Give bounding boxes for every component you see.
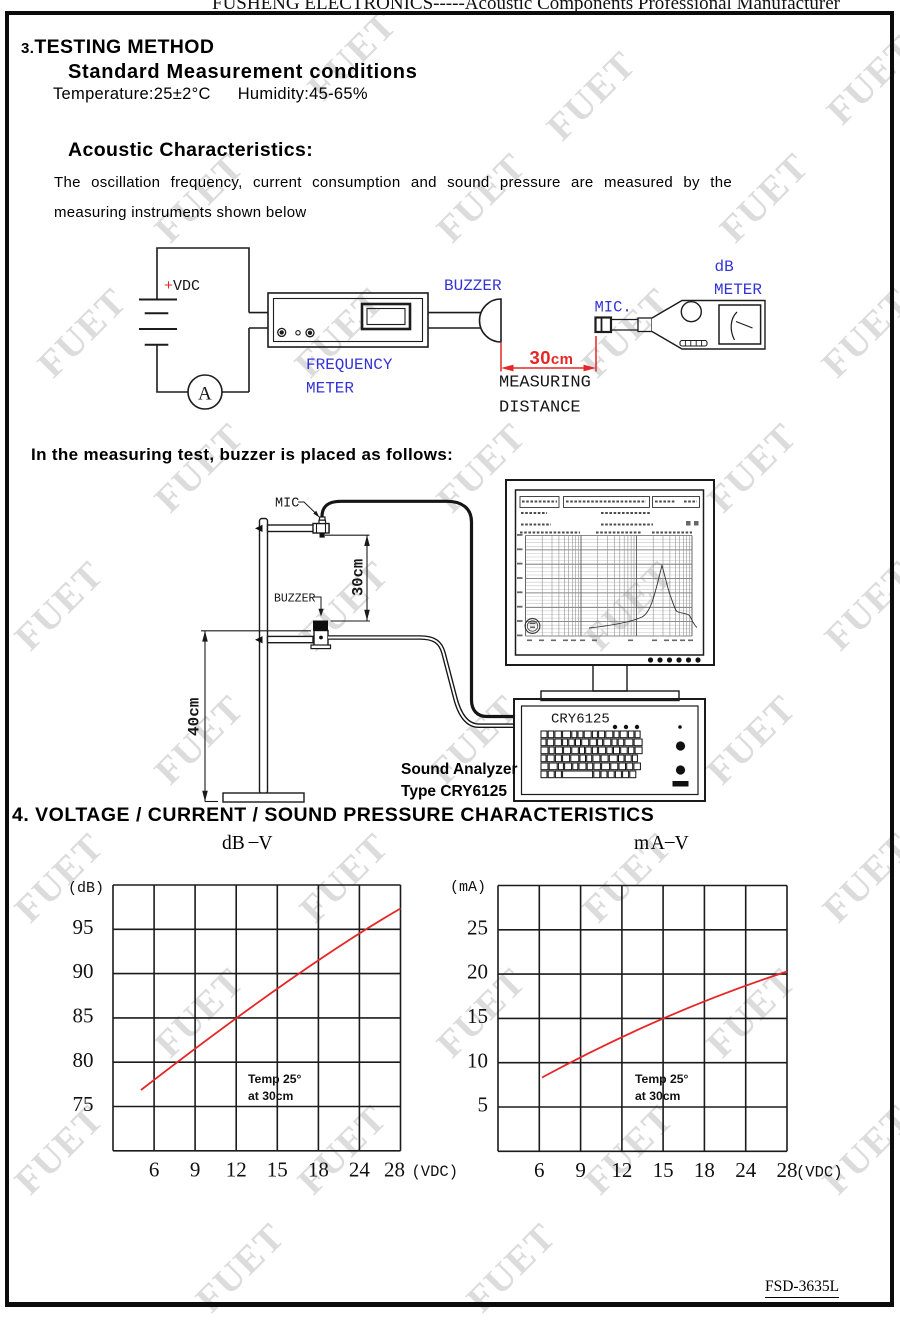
svg-text:25: 25 — [467, 915, 488, 939]
svg-text:24: 24 — [349, 1157, 371, 1181]
svg-text:5: 5 — [478, 1093, 489, 1117]
svg-text:18: 18 — [694, 1158, 715, 1182]
svg-text:MIC: MIC — [275, 497, 299, 512]
svg-text:(VDC): (VDC) — [796, 1163, 843, 1181]
svg-text:12: 12 — [226, 1157, 247, 1181]
svg-text:MIC.: MIC. — [595, 299, 632, 317]
svg-text:28: 28 — [777, 1158, 798, 1182]
svg-text:at 30cm: at 30cm — [635, 1089, 681, 1103]
svg-text:95: 95 — [73, 915, 94, 939]
svg-text:6: 6 — [534, 1158, 545, 1182]
svg-text:(dB): (dB) — [68, 880, 104, 897]
svg-text:18: 18 — [308, 1157, 329, 1181]
svg-text:at 30cm: at 30cm — [248, 1089, 294, 1103]
svg-text:15: 15 — [267, 1157, 288, 1181]
svg-text:A: A — [198, 384, 212, 405]
svg-text:CRY6125: CRY6125 — [551, 712, 610, 728]
svg-text:METER: METER — [714, 281, 762, 299]
svg-text:40cm: 40cm — [186, 697, 204, 736]
svg-text:6: 6 — [149, 1157, 160, 1181]
svg-text:80: 80 — [73, 1048, 94, 1072]
svg-text:20: 20 — [467, 960, 488, 984]
svg-text:MEASURING: MEASURING — [499, 374, 591, 393]
svg-text:Temp 25°: Temp 25° — [635, 1072, 689, 1086]
svg-text:12: 12 — [611, 1158, 632, 1182]
svg-text:9: 9 — [575, 1158, 586, 1182]
svg-text:30cm: 30cm — [530, 347, 574, 368]
svg-text:10: 10 — [467, 1048, 488, 1072]
svg-text:Temp 25°: Temp 25° — [248, 1072, 302, 1086]
svg-text:FREQUENCY: FREQUENCY — [306, 356, 393, 374]
svg-text:(mA): (mA) — [450, 879, 486, 896]
svg-text:90: 90 — [73, 959, 94, 983]
svg-text:9: 9 — [190, 1157, 201, 1181]
svg-text:75: 75 — [73, 1092, 94, 1116]
svg-text:BUZZER: BUZZER — [444, 277, 502, 295]
svg-text:(VDC): (VDC) — [412, 1163, 459, 1181]
svg-text:24: 24 — [735, 1158, 757, 1182]
svg-text:15: 15 — [467, 1004, 488, 1028]
svg-text:dB: dB — [715, 258, 734, 276]
svg-text:METER: METER — [306, 380, 354, 398]
svg-text:85: 85 — [73, 1004, 94, 1028]
svg-text:BUZZER: BUZZER — [274, 593, 316, 606]
svg-text:15: 15 — [653, 1158, 674, 1182]
svg-text:+VDC: +VDC — [164, 278, 200, 295]
svg-text:28: 28 — [384, 1157, 405, 1181]
svg-text:30cm: 30cm — [350, 559, 368, 596]
svg-text:DISTANCE: DISTANCE — [499, 399, 581, 418]
